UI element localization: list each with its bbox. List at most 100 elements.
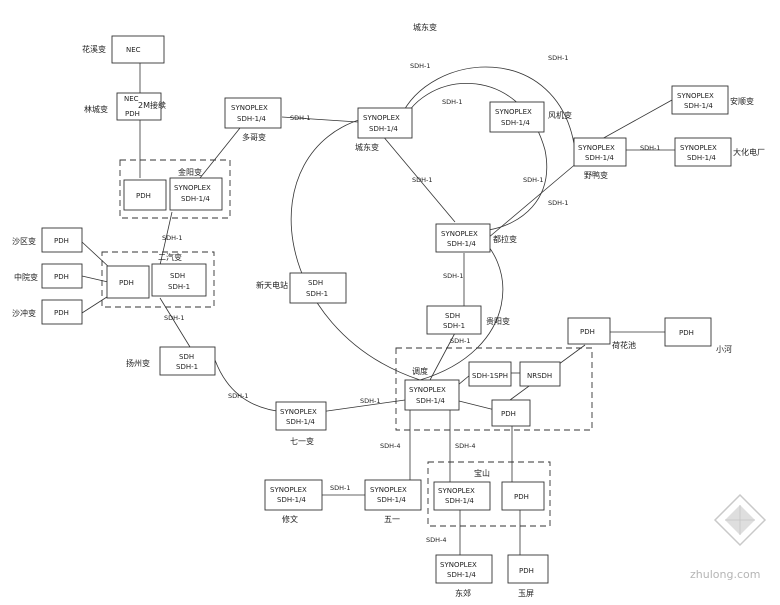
link-duoge-group xyxy=(199,127,241,179)
node-fengji[interactable] xyxy=(489,101,545,133)
node-ring-right[interactable] xyxy=(435,223,491,253)
site-center-lower: 贵阳变 xyxy=(486,316,510,326)
label-rightpdh: PDH xyxy=(580,328,595,336)
node-left-hub-sdh[interactable] xyxy=(151,263,207,297)
label-lefthub-sdh-2: SDH-1 xyxy=(168,283,190,291)
label-sdh19: SDH-1SPH xyxy=(472,372,508,380)
node-left-pdh-1[interactable] xyxy=(41,227,83,253)
label-left-pdh-1: PDH xyxy=(54,237,69,245)
label-dahua-2: SDH-1/4 xyxy=(687,154,716,162)
site-ring-top: 城东变 xyxy=(355,142,379,152)
node-bottom-pdh[interactable] xyxy=(507,554,549,584)
node-nrsdh[interactable] xyxy=(519,361,561,387)
site-dahua: 大化电厂 xyxy=(733,147,765,157)
label-lefthub-sdh-1: SDH xyxy=(170,272,185,280)
node-ring-top[interactable] xyxy=(357,107,413,139)
site-bottom-group: 宝山 xyxy=(474,468,490,478)
node-nec-top[interactable] xyxy=(111,35,165,64)
node-bottom-left[interactable] xyxy=(264,479,323,511)
link-sdh-center xyxy=(429,332,456,381)
group-left-lower xyxy=(101,251,215,308)
node-dahua[interactable] xyxy=(674,137,732,167)
main-ring-arc xyxy=(290,117,421,381)
label-duoge-2: SDH-1/4 xyxy=(237,115,266,123)
label-bottomsdh-1: SYNOPLEX xyxy=(440,561,477,569)
node-bottom-group-pdh[interactable] xyxy=(501,481,545,511)
label-bottommid2-1: SYNOPLEX xyxy=(370,486,407,494)
label-ringleft-2: SDH-1 xyxy=(306,290,328,298)
site-left-hub: 二汽变 xyxy=(158,252,182,262)
node-top-right[interactable] xyxy=(671,85,729,115)
link-hub-lower-left xyxy=(159,297,191,348)
label-righthub-2: SDH-1/4 xyxy=(585,154,614,162)
label-dahua-1: SYNOPLEX xyxy=(680,144,717,152)
node-sdh-center-upper[interactable] xyxy=(426,305,482,335)
site-bottom-mid: 七一变 xyxy=(290,436,314,446)
label-group-pdh: PDH xyxy=(136,192,151,200)
site-left-pdh-2: 中院变 xyxy=(14,272,38,282)
node-group-sdh[interactable] xyxy=(169,177,223,211)
link-ring-ring-right xyxy=(381,134,456,223)
label-nec-mid: NEC xyxy=(124,95,139,103)
label-left-pdh-3: PDH xyxy=(54,309,69,317)
label-group-sdh-1: SYNOPLEX xyxy=(174,184,211,192)
label-lefthub-pdh: PDH xyxy=(119,279,134,287)
node-bottom-mid2[interactable] xyxy=(364,479,422,511)
link-label-3: SDH-1 xyxy=(442,98,463,106)
site-right-hub: 野鸭变 xyxy=(584,170,608,180)
link-center-sdh19 xyxy=(457,374,471,386)
label-center-1: SYNOPLEX xyxy=(409,386,446,394)
site-left-nec: 林城变 xyxy=(84,104,108,114)
label-bottompdh: PDH xyxy=(519,567,534,575)
label-ringright-1: SYNOPLEX xyxy=(441,230,478,238)
site-bottom-left: 修文 xyxy=(282,514,298,524)
label-lowerleft-2: SDH-1 xyxy=(176,363,198,371)
upper-ring-arc xyxy=(399,66,576,151)
node-right-pdh[interactable] xyxy=(567,317,611,345)
node-center-pdh[interactable] xyxy=(491,399,531,427)
link-label-11: SDH-1 xyxy=(164,314,185,322)
label-bottomsdh-2: SDH-1/4 xyxy=(447,571,476,579)
site-center-core: 调度 xyxy=(412,366,428,376)
label-lowerleft-1: SDH xyxy=(179,353,194,361)
link-pdh1-hub xyxy=(81,241,111,269)
node-sdh19[interactable] xyxy=(468,361,512,387)
label-group-sdh-2: SDH-1/4 xyxy=(181,195,210,203)
label-bottommid-2: SDH-1/4 xyxy=(286,418,315,426)
label-rightpdh-far: PDH xyxy=(679,329,694,337)
site-lower-left: 扬州变 xyxy=(126,358,150,368)
node-group-pdh[interactable] xyxy=(123,179,167,211)
node-ring-left-box[interactable] xyxy=(289,272,347,304)
watermark-logo-icon xyxy=(713,493,767,547)
node-right-pdh-far[interactable] xyxy=(664,317,712,347)
site-fengji: 风机变 xyxy=(548,110,572,120)
node-center-core[interactable] xyxy=(404,379,460,411)
label-bottommid-1: SYNOPLEX xyxy=(280,408,317,416)
node-left-hub-pdh[interactable] xyxy=(106,265,150,299)
label-ringtop-1: SYNOPLEX xyxy=(363,114,400,122)
link-label-8: SDH-1 xyxy=(548,199,569,207)
node-left-pdh-3[interactable] xyxy=(41,299,83,325)
link-right-hub-up xyxy=(599,99,673,141)
link-center-bottom-mid xyxy=(319,399,406,413)
link-pdh2-hub xyxy=(81,275,109,283)
node-nec-pdh[interactable] xyxy=(116,92,162,121)
link-label-16: SDH-4 xyxy=(455,442,476,450)
node-bottom-group-sdh[interactable] xyxy=(433,481,491,511)
link-pdh3-hub xyxy=(81,294,111,314)
link-label-5: SDH-1 xyxy=(640,144,661,152)
node-left-pdh-2[interactable] xyxy=(41,263,83,289)
link-label-6: SDH-1 xyxy=(412,176,433,184)
node-right-hub[interactable] xyxy=(573,137,627,167)
group-center xyxy=(395,347,593,431)
site-left-pdh-1: 沙区变 xyxy=(12,236,36,246)
site-top-right-upper: 城东变 xyxy=(413,22,437,32)
link-label-4: SDH-1 xyxy=(290,114,311,122)
node-bottom-mid[interactable] xyxy=(275,401,327,431)
node-lower-left[interactable] xyxy=(159,346,216,376)
node-bottom-sdh[interactable] xyxy=(435,554,493,584)
node-duoge[interactable] xyxy=(224,97,282,129)
link-label-17: SDH-1 xyxy=(330,484,351,492)
